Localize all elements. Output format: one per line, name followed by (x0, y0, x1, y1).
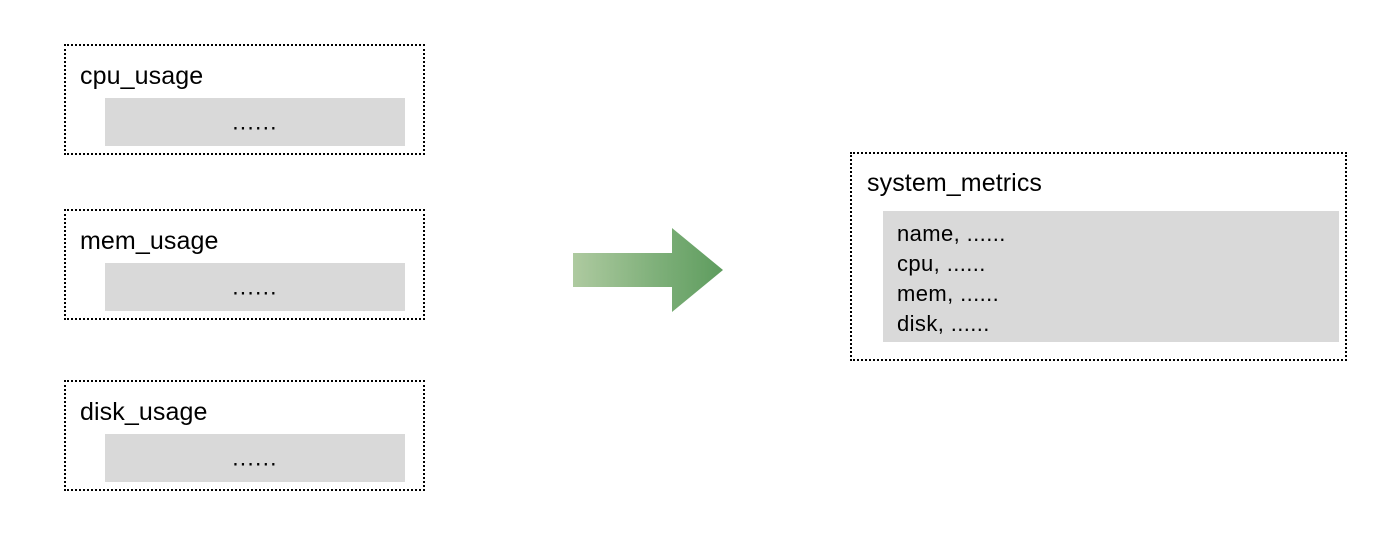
panel-ellipsis-mem-usage: ...... (232, 273, 278, 300)
entity-panel-cpu-usage: ...... (105, 98, 405, 146)
panel-ellipsis-cpu-usage: ...... (232, 108, 278, 135)
entity-box-mem-usage[interactable]: mem_usage ...... (64, 209, 425, 320)
right-arrow-icon (573, 228, 723, 312)
entity-box-cpu-usage[interactable]: cpu_usage ...... (64, 44, 425, 155)
entity-box-system-metrics[interactable]: system_metrics name, ...... cpu, ...... … (850, 152, 1347, 361)
entity-panel-system-metrics: name, ...... cpu, ...... mem, ...... dis… (883, 211, 1339, 342)
entity-title-mem-usage: mem_usage (80, 227, 219, 255)
entity-panel-mem-usage: ...... (105, 263, 405, 311)
entity-panel-disk-usage: ...... (105, 434, 405, 482)
field-row-name: name, ...... (897, 221, 1006, 246)
entity-title-disk-usage: disk_usage (80, 398, 208, 426)
field-row-cpu: cpu, ...... (897, 251, 986, 276)
panel-ellipsis-disk-usage: ...... (232, 444, 278, 471)
field-row-disk: disk, ...... (897, 311, 990, 336)
entity-title-cpu-usage: cpu_usage (80, 62, 204, 90)
entity-title-system-metrics: system_metrics (867, 169, 1043, 197)
entity-box-disk-usage[interactable]: disk_usage ...... (64, 380, 425, 491)
field-row-mem: mem, ...... (897, 281, 1000, 306)
